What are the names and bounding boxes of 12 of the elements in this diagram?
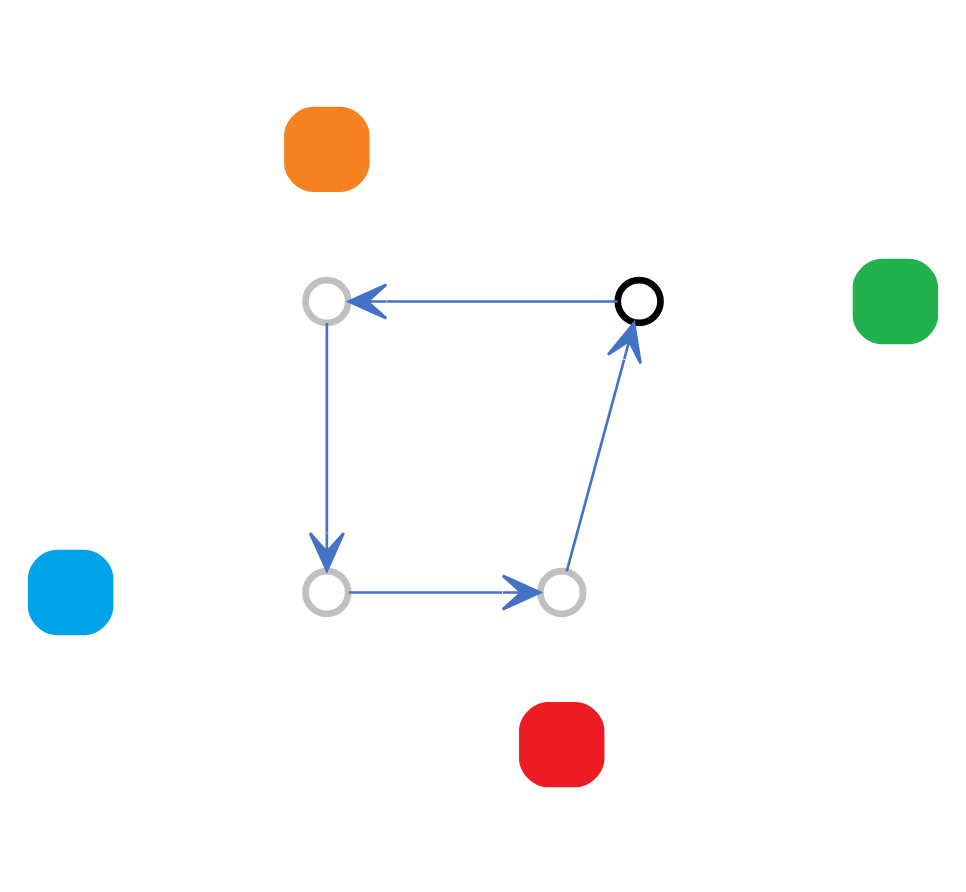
node-box (284, 105, 370, 192)
node-box (519, 700, 605, 787)
arrow (565, 320, 642, 571)
arrow (347, 282, 618, 319)
node-circle (302, 566, 352, 617)
node-box (27, 548, 114, 635)
node-circle (537, 566, 587, 617)
arrow (348, 573, 542, 610)
node-circle (614, 275, 664, 326)
node-circle (302, 275, 352, 326)
node-box (852, 257, 939, 344)
arrow (308, 321, 345, 571)
